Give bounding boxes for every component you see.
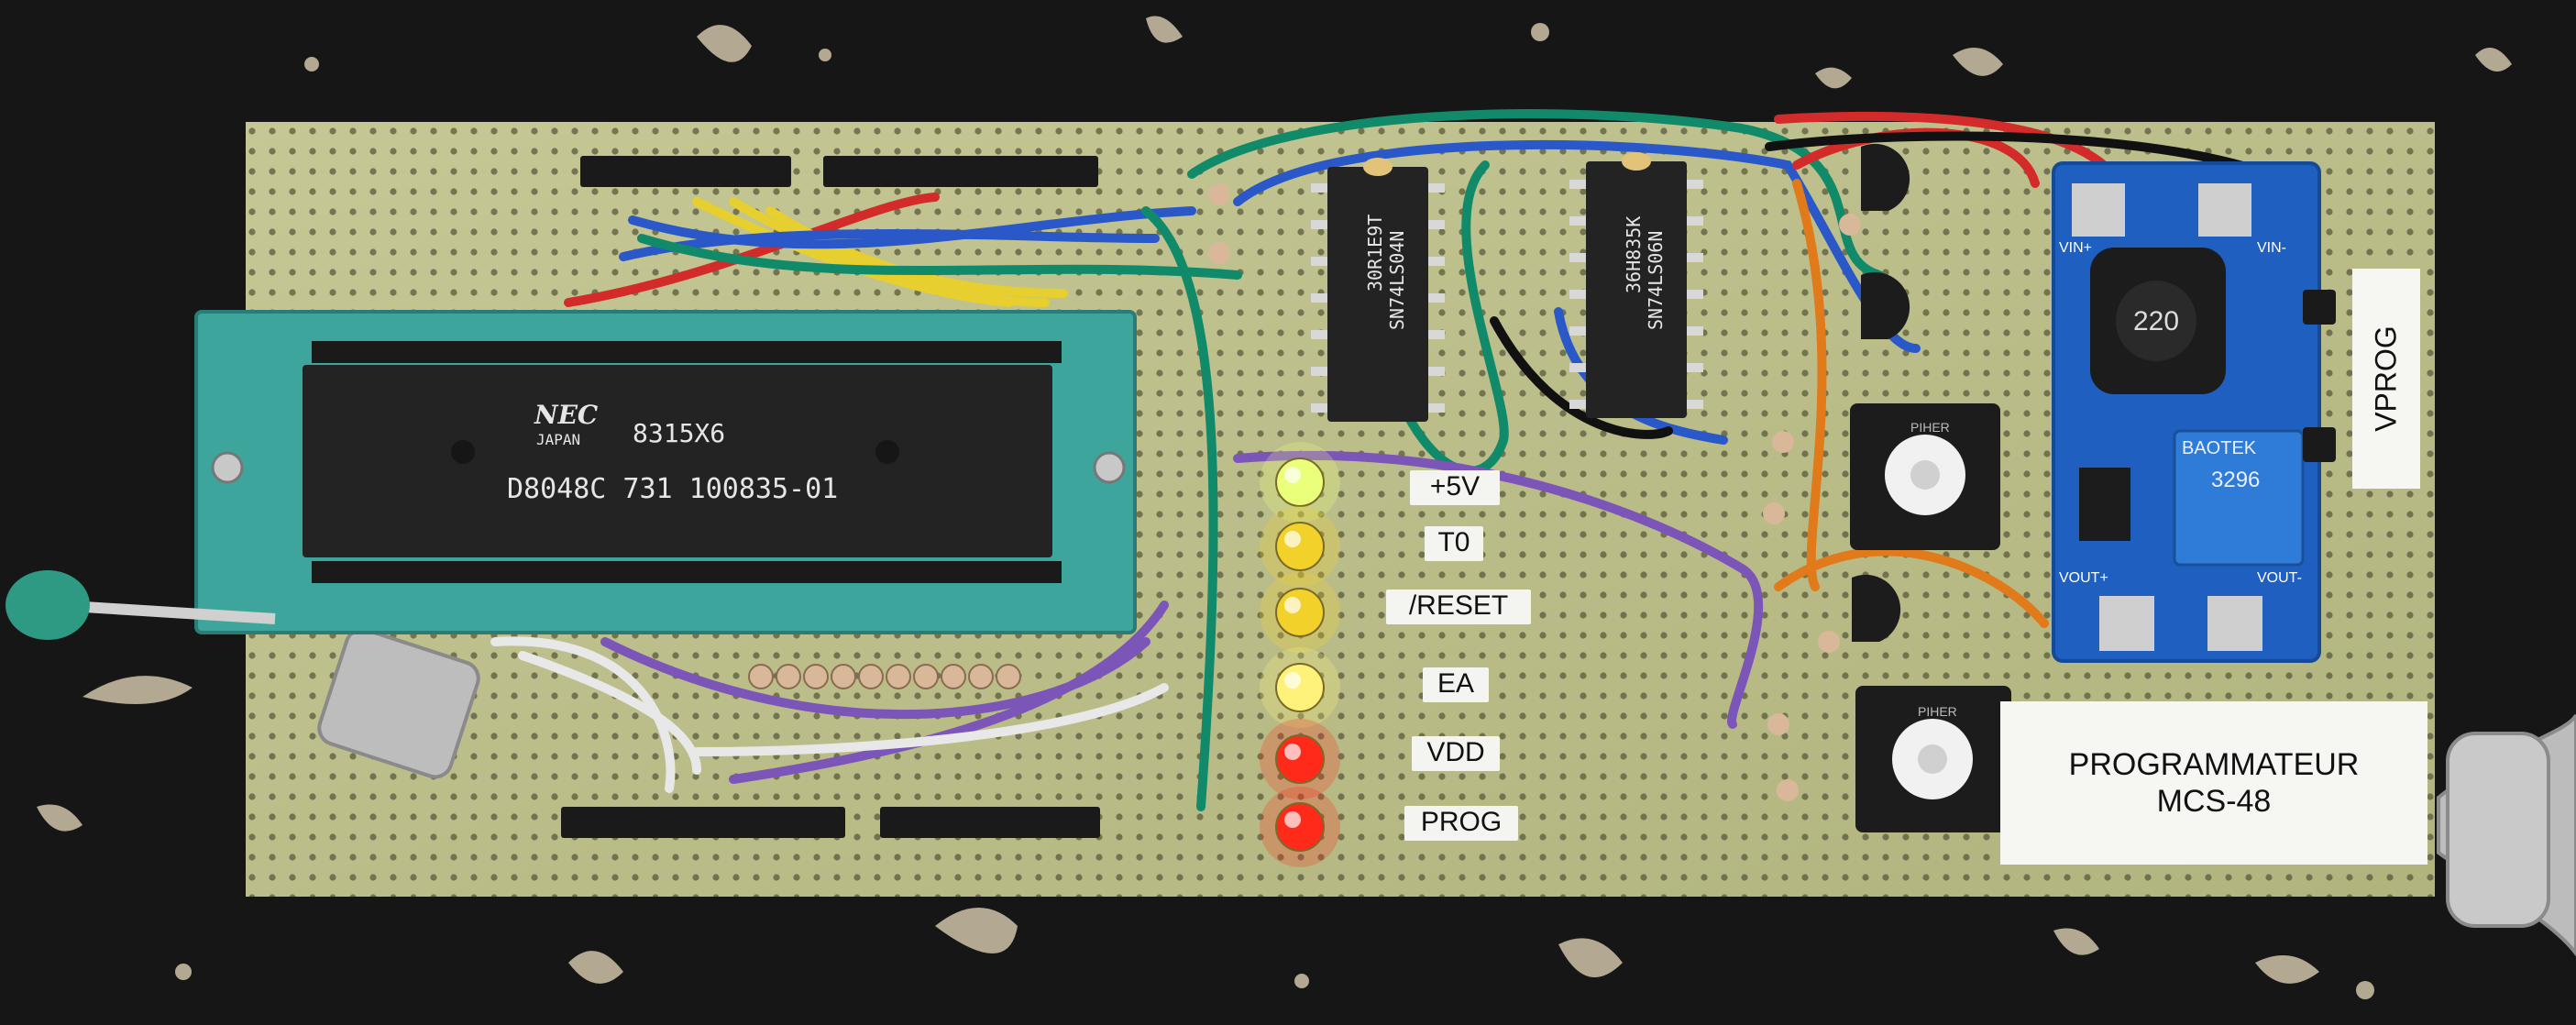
led-label-t0: T0 bbox=[1425, 526, 1483, 561]
vprog-pins bbox=[2303, 290, 2336, 462]
logic-chip-1-line1: 30R1E9T bbox=[1364, 214, 1386, 292]
vprog-label: VPROG bbox=[2369, 325, 2403, 432]
led-vdd bbox=[1275, 734, 1325, 784]
pad-vin-plus: VIN+ bbox=[2059, 240, 2093, 256]
cpu-origin: JAPAN bbox=[536, 431, 581, 448]
logic-chip-2 bbox=[1586, 152, 1687, 418]
led-label-vdd: VDD bbox=[1412, 736, 1500, 771]
zif-lever bbox=[6, 570, 276, 640]
led-prog bbox=[1275, 802, 1325, 852]
pad-vout-plus: VOUT+ bbox=[2059, 570, 2108, 586]
led-t0 bbox=[1275, 522, 1325, 571]
led-prog-highlight bbox=[1284, 811, 1301, 828]
potentiometers bbox=[1850, 403, 2011, 832]
logic-chip-2-line1: 36H835K bbox=[1623, 215, 1645, 293]
pot-1-brand: PIHER bbox=[1910, 420, 1950, 435]
led-label-ea: EA bbox=[1423, 667, 1489, 702]
cpu-date-code: 8315X6 bbox=[633, 418, 726, 448]
pot-2-brand: PIHER bbox=[1918, 704, 1957, 719]
logic-chip-1 bbox=[1327, 158, 1428, 422]
boost-converter-module bbox=[2052, 161, 2321, 663]
led-label-reset: /RESET bbox=[1386, 590, 1531, 624]
board-title-line1: PROGRAMMATEUR bbox=[2068, 747, 2360, 782]
logic-chip-1-line2: SN74LS04N bbox=[1386, 230, 1408, 330]
led-5v bbox=[1275, 457, 1325, 507]
resistor-network bbox=[748, 664, 1021, 689]
transistors bbox=[1852, 143, 1910, 642]
cpu-brand: NEC bbox=[534, 400, 599, 430]
usb-cable bbox=[2437, 713, 2576, 957]
led-t0-highlight bbox=[1284, 531, 1301, 547]
pad-vout-minus: VOUT- bbox=[2257, 570, 2302, 586]
led-label-5v: +5V bbox=[1410, 470, 1500, 505]
module-brand: BAOTEK bbox=[2182, 438, 2257, 458]
led-reset bbox=[1275, 588, 1325, 637]
led-vdd-highlight bbox=[1284, 744, 1301, 760]
cpu-part-number: D8048C 731 100835-01 bbox=[507, 473, 839, 505]
inductor-marking: 220 bbox=[2133, 306, 2180, 336]
status-leds bbox=[1260, 442, 1340, 867]
crystal-oscillator bbox=[317, 627, 480, 779]
trimmer-code: 3296 bbox=[2211, 468, 2261, 492]
pin-headers bbox=[561, 156, 1100, 838]
led-label-prog: PROG bbox=[1404, 806, 1518, 841]
wiring bbox=[490, 109, 2315, 811]
led-ea bbox=[1275, 663, 1325, 712]
led-ea-highlight bbox=[1284, 672, 1301, 689]
board-title-card: PROGRAMMATEUR MCS-48 bbox=[2000, 701, 2427, 865]
logic-chip-2-line2: SN74LS06N bbox=[1645, 230, 1667, 330]
board-title-line2: MCS-48 bbox=[2156, 784, 2272, 819]
ic-pins bbox=[1311, 180, 1703, 413]
resistors-right bbox=[1208, 183, 1861, 801]
led-reset-highlight bbox=[1284, 597, 1301, 613]
led-5v-highlight bbox=[1284, 467, 1301, 483]
cpu-chip bbox=[303, 365, 1052, 557]
vprog-label-card: VPROG bbox=[2352, 269, 2420, 489]
pad-vin-minus: VIN- bbox=[2257, 240, 2286, 256]
paint-splatters bbox=[37, 16, 2512, 999]
